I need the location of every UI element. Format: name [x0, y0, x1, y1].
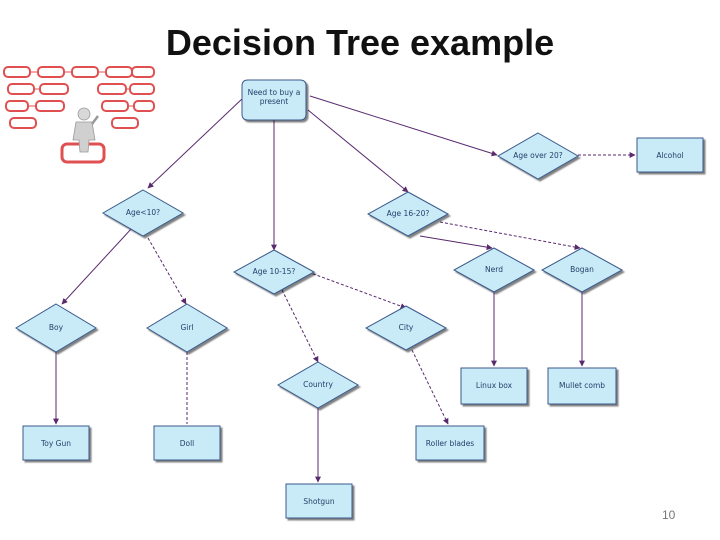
node-label-bogan: Bogan — [570, 265, 594, 274]
node-label-alcohol: Alcohol — [656, 151, 683, 160]
node-boy: Boy — [15, 303, 97, 353]
node-age-lt-10: Age<10? — [101, 189, 185, 237]
node-linux-box: Linux box — [460, 367, 528, 405]
edge-root-age-16-20 — [307, 109, 409, 193]
edge-age-16-20-bogan — [439, 221, 581, 250]
node-label-girl: Girl — [180, 323, 193, 332]
node-label-city: City — [399, 323, 414, 332]
node-age-16-20: Age 16-20? — [366, 191, 450, 237]
diagram-edges — [53, 95, 636, 483]
node-shotgun: Shotgun — [285, 483, 353, 519]
node-label-nerd: Nerd — [485, 265, 503, 274]
node-city: City — [364, 305, 448, 351]
node-label-age-16-20: Age 16-20? — [387, 209, 430, 218]
node-doll: Doll — [153, 425, 221, 461]
node-label-boy: Boy — [49, 323, 64, 332]
node-label-shotgun: Shotgun — [303, 497, 335, 506]
node-label-doll: Doll — [180, 439, 195, 448]
node-country: Country — [276, 361, 360, 409]
node-label-roller-blades: Roller blades — [426, 439, 475, 448]
node-age-10-15: Age 10-15? — [232, 249, 316, 295]
edge-age-16-20-nerd — [419, 235, 493, 251]
person-at-crossroads-icon — [3, 66, 155, 164]
edge-root-age-over-20 — [309, 95, 498, 157]
node-label-country: Country — [303, 380, 333, 389]
edge-city-roller-blades — [411, 349, 449, 425]
node-label-mullet-comb: Mullet comb — [559, 381, 605, 390]
node-girl: Girl — [146, 303, 228, 353]
edge-age-lt-10-boy — [61, 227, 133, 305]
node-label-age-over-20: Age over 20? — [513, 151, 563, 160]
edge-age-lt-10-girl — [147, 237, 187, 305]
node-label-linux-box: Linux box — [476, 381, 513, 390]
node-toy-gun: Toy Gun — [22, 425, 90, 461]
node-nerd: Nerd — [452, 247, 536, 293]
edge-root-age-lt-10 — [147, 97, 244, 189]
page-number: 10 — [662, 508, 676, 522]
edge-age-10-15-country — [281, 289, 319, 363]
node-roller-blades: Roller blades — [415, 425, 485, 461]
slide-title: Decision Tree example — [165, 22, 555, 63]
node-age-over-20: Age over 20? — [496, 132, 580, 180]
node-alcohol: Alcohol — [636, 137, 704, 173]
node-bogan: Bogan — [540, 247, 624, 293]
edge-age-10-15-city — [307, 271, 407, 309]
node-label-age-lt-10: Age<10? — [126, 208, 160, 217]
node-mullet-comb: Mullet comb — [547, 367, 617, 405]
node-label-toy-gun: Toy Gun — [40, 439, 71, 448]
node-label-age-10-15: Age 10-15? — [253, 267, 296, 276]
